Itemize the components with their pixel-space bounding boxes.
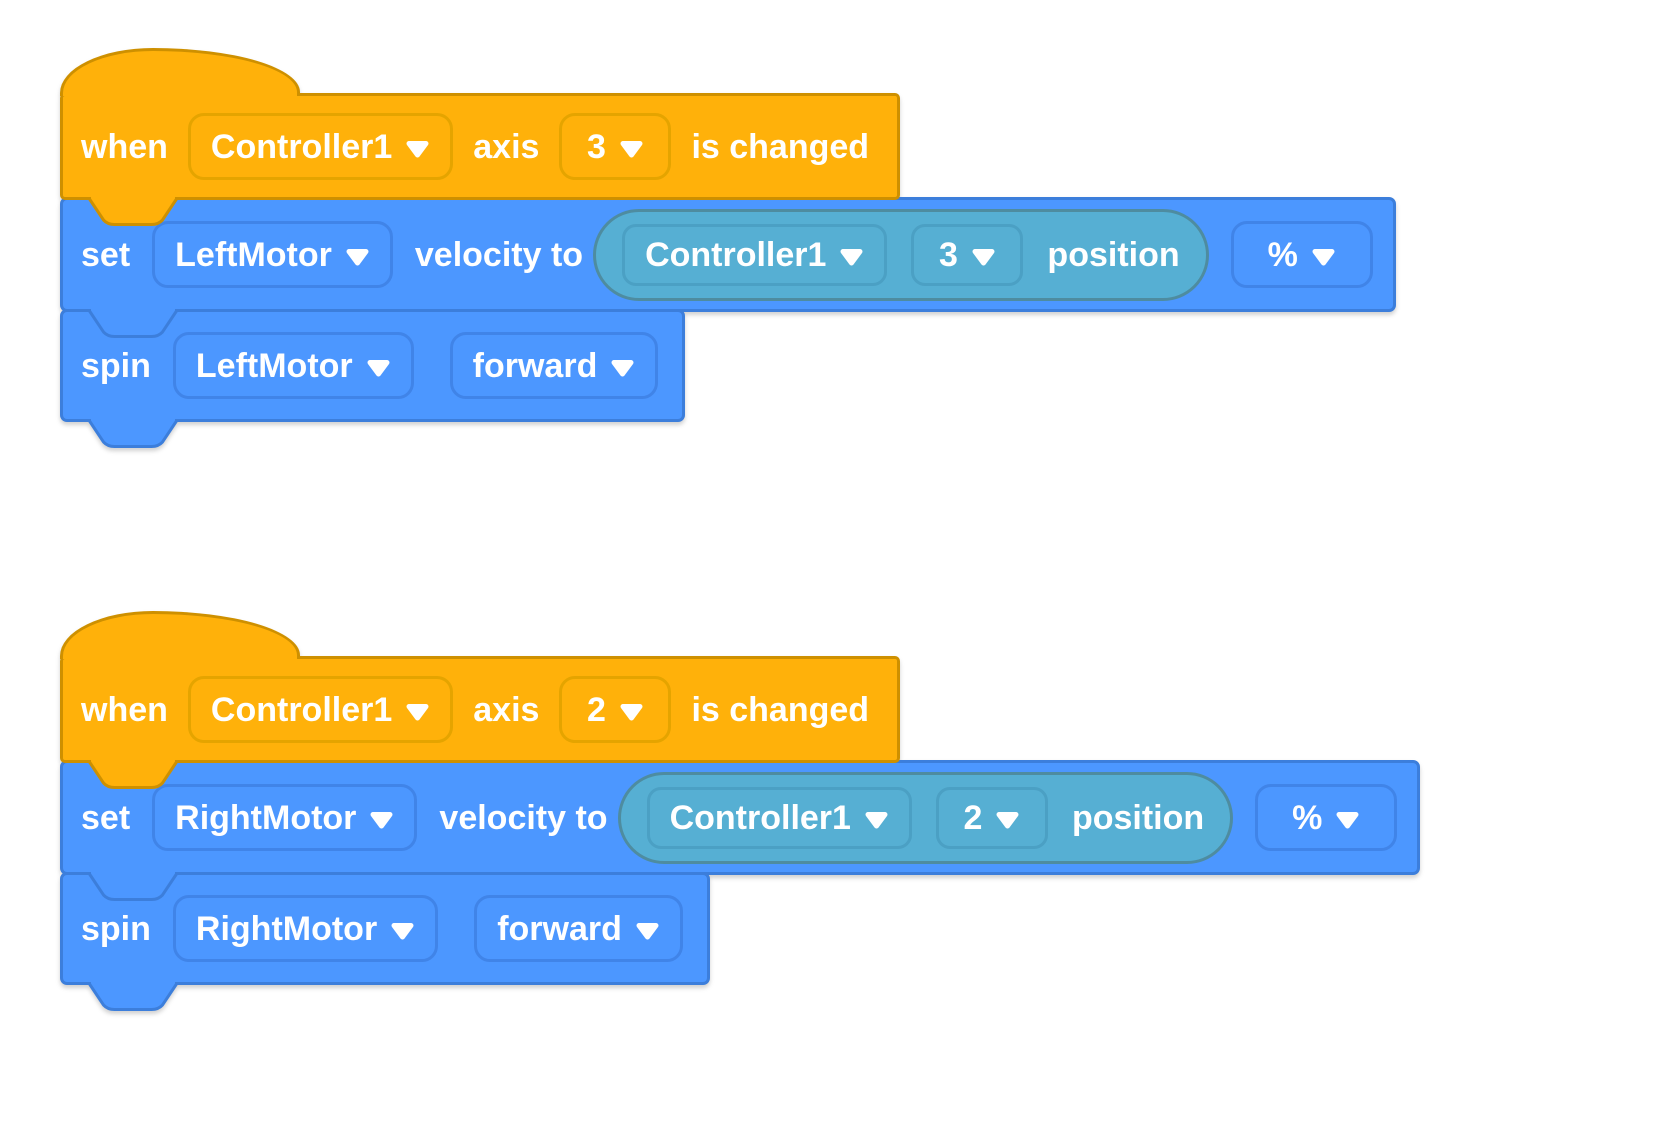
spin-motor-block[interactable]: spin LeftMotor forward [60,309,686,448]
velocity-to-label: velocity to [439,798,608,837]
dropdown-arrow-icon [405,139,430,159]
dropdown-arrow-icon [971,247,996,267]
dropdown-arrow-icon [619,139,644,159]
axis-number-dropdown[interactable]: 2 [559,676,672,743]
set-velocity-block[interactable]: set RightMotor velocity to Controller1 2… [60,760,1421,875]
controller-axis-position-reporter[interactable]: Controller1 2 position [617,771,1234,864]
hat-dome [60,611,300,659]
when-controller-axis-changed-block[interactable]: when Controller1 axis 3 is changed [60,93,901,226]
when-controller-axis-changed-block[interactable]: when Controller1 axis 2 is changed [60,656,901,789]
axis-label: axis [473,690,540,729]
controller-dropdown[interactable]: Controller1 [646,786,912,849]
direction-dropdown[interactable]: forward [474,895,683,962]
controller-axis-position-reporter[interactable]: Controller1 3 position [593,208,1209,301]
set-label: set [81,798,131,837]
set-label: set [81,235,131,274]
motor-dropdown[interactable]: RightMotor [152,784,418,851]
axis-number-dropdown[interactable]: 3 [911,223,1024,286]
controller-dropdown[interactable]: Controller1 [622,223,888,286]
dropdown-arrow-icon [610,358,635,378]
axis-number-dropdown[interactable]: 3 [559,113,672,180]
position-label: position [1071,798,1205,837]
is-changed-label: is changed [691,690,870,729]
position-label: position [1047,235,1180,274]
dropdown-arrow-icon [390,921,415,941]
dropdown-arrow-icon [1311,247,1336,267]
dropdown-arrow-icon [369,810,394,830]
block-connector-notch [88,872,178,902]
direction-dropdown[interactable]: forward [449,332,659,399]
axis-number-dropdown[interactable]: 2 [935,786,1048,849]
unit-dropdown[interactable]: % [1255,784,1398,851]
motor-dropdown[interactable]: RightMotor [172,895,439,962]
controller-dropdown[interactable]: Controller1 [187,113,454,180]
velocity-to-label: velocity to [414,235,584,274]
dropdown-arrow-icon [366,358,391,378]
is-changed-label: is changed [691,127,870,166]
block-connector-tab [88,419,178,449]
axis-label: axis [473,127,540,166]
when-label: when [81,127,168,166]
controller-dropdown[interactable]: Controller1 [187,676,454,743]
when-label: when [81,690,168,729]
block-connector-notch [88,309,178,339]
dropdown-arrow-icon [995,810,1020,830]
dropdown-arrow-icon [345,247,370,267]
motor-dropdown[interactable]: LeftMotor [172,332,414,399]
spin-label: spin [81,346,151,385]
dropdown-arrow-icon [864,810,889,830]
dropdown-arrow-icon [1335,810,1360,830]
dropdown-arrow-icon [635,921,660,941]
spin-label: spin [81,909,151,948]
hat-dome [60,48,300,96]
block-connector-tab [88,982,178,1012]
dropdown-arrow-icon [839,247,864,267]
motor-dropdown[interactable]: LeftMotor [152,221,393,288]
unit-dropdown[interactable]: % [1230,221,1373,288]
dropdown-arrow-icon [405,702,430,722]
dropdown-arrow-icon [619,702,644,722]
spin-motor-block[interactable]: spin RightMotor forward [60,872,710,1011]
set-velocity-block[interactable]: set LeftMotor velocity to Controller1 3 … [60,197,1396,312]
